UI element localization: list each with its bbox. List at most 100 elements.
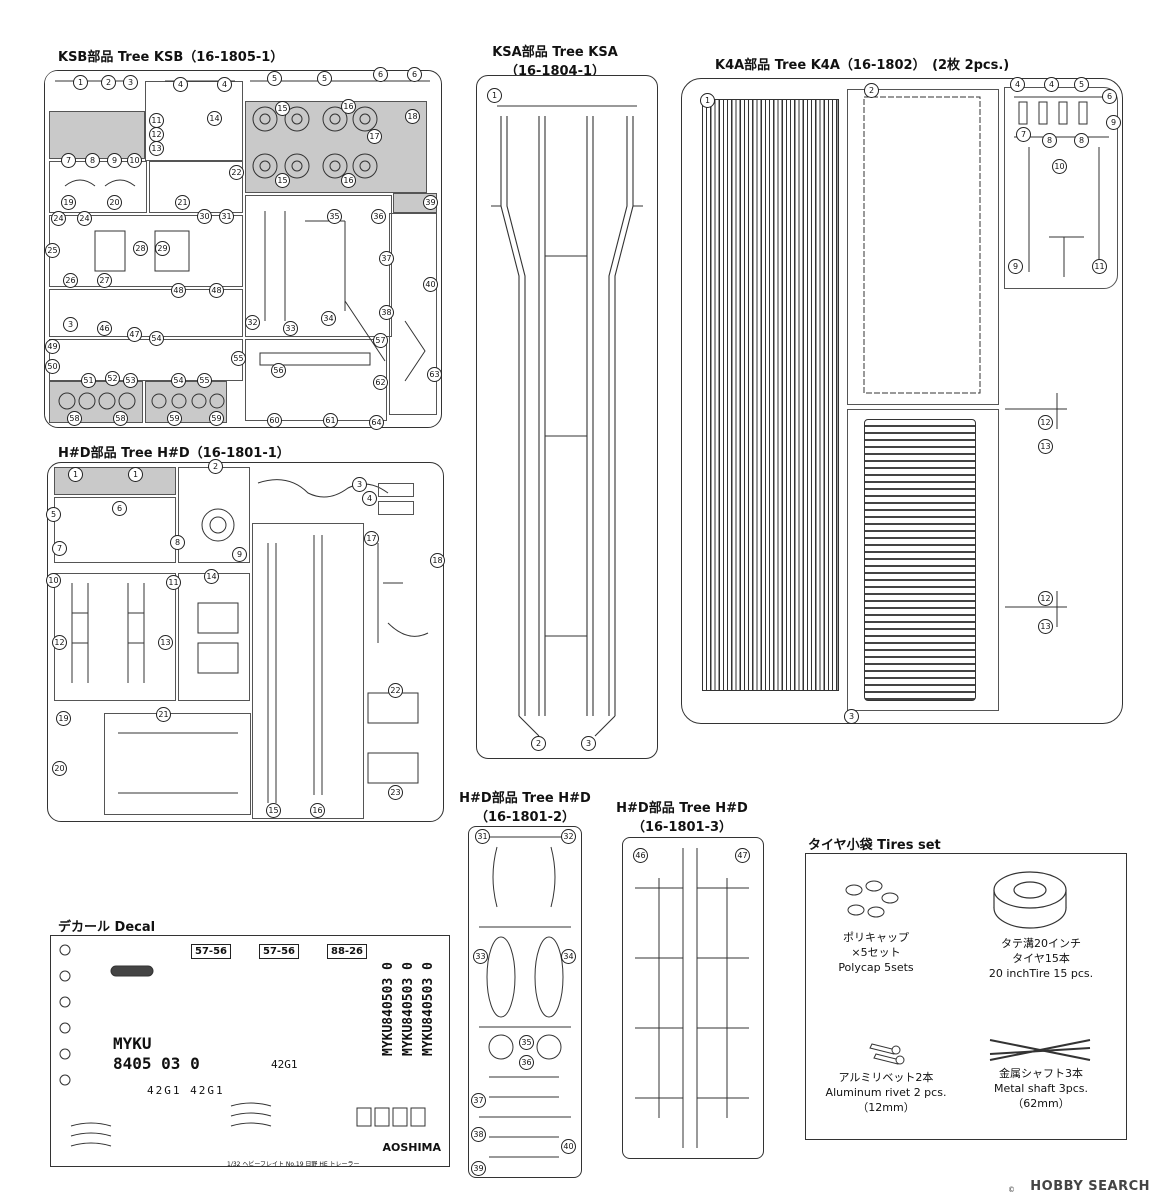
part-num: 48	[171, 283, 186, 298]
part-num: 8	[1074, 133, 1089, 148]
part-num: 9	[232, 547, 247, 562]
part-num: 10	[46, 573, 61, 588]
part-num: 46	[633, 848, 648, 863]
tree-k4a-panel: 1 2 3 4 4 5 6 7 8 8 9 10 9 11 12 13 12 1…	[681, 77, 1123, 724]
part-num: 51	[81, 373, 96, 388]
k4a-frame-lower	[847, 409, 999, 711]
part-num: 23	[388, 785, 403, 800]
part-num: 47	[127, 327, 142, 342]
part-num: 4	[217, 77, 232, 92]
part-num: 30	[197, 209, 212, 224]
part-num: 63	[427, 367, 442, 382]
hd2-parts-svg	[479, 836, 571, 1158]
part-num: 12	[52, 635, 67, 650]
part-num: 49	[45, 339, 60, 354]
decal-code-1: 42G1	[271, 1058, 298, 1071]
part-num: 19	[56, 711, 71, 726]
decal-sheet: 57-56 57-56 88-26 MYKU 8405 03 0 42G1 42…	[50, 935, 450, 1168]
part-num: 6	[407, 67, 422, 82]
part-num: 12	[149, 127, 164, 142]
part-num: 13	[149, 141, 164, 156]
part-num: 62	[373, 375, 388, 390]
part-num: 58	[67, 411, 82, 426]
part-num: 1	[73, 75, 88, 90]
ksb-cell-7	[245, 195, 392, 337]
metal-shaft-icon	[989, 1039, 1091, 1061]
tree-k4a-title: K4A部品 Tree K4A（16-1802） (2枚 2pcs.)	[715, 58, 1010, 73]
part-num: 50	[45, 359, 60, 374]
part-num: 53	[123, 373, 138, 388]
part-num: 40	[561, 1139, 576, 1154]
hd1-cell-5	[104, 713, 251, 815]
ksb-parts-svg	[55, 80, 430, 410]
part-num: 59	[209, 411, 224, 426]
part-num: 15	[275, 173, 290, 188]
rivet-label: アルミリベット2本 Aluminum rivet 2 pcs. （12mm）	[816, 1070, 956, 1115]
decal-id-number: 8405 03 0	[113, 1054, 200, 1073]
part-num: 5	[1074, 77, 1089, 92]
part-num: 31	[475, 829, 490, 844]
part-num: 38	[379, 305, 394, 320]
tree-hd1-title: H#D部品 Tree H#D（16-1801-1）	[58, 446, 290, 461]
part-num: 9	[1008, 259, 1023, 274]
part-num: 28	[133, 241, 148, 256]
part-num: 7	[61, 153, 76, 168]
rivet-icon	[869, 1043, 905, 1065]
part-num: 58	[113, 411, 128, 426]
part-num: 18	[430, 553, 445, 568]
tree-hd3-name: H#D部品 Tree H#D	[616, 801, 748, 816]
part-num: 26	[63, 273, 78, 288]
tree-hd1-panel: 1 1 2 3 4 5 6 7 8 9 10 11 12 13 14 15 16…	[46, 459, 445, 822]
tree-ksa-name: KSA部品 Tree KSA	[492, 45, 618, 60]
part-num: 52	[105, 371, 120, 386]
part-num: 10	[127, 153, 142, 168]
part-num: 48	[209, 283, 224, 298]
part-num: 2	[101, 75, 116, 90]
rivet-label-size: （12mm）	[857, 1101, 915, 1114]
part-num: 16	[341, 99, 356, 114]
part-num: 27	[97, 273, 112, 288]
part-num: 13	[158, 635, 173, 650]
part-num: 61	[323, 413, 338, 428]
part-num: 4	[362, 491, 377, 506]
k4a-frame-upper	[847, 89, 999, 405]
part-num: 24	[51, 211, 66, 226]
part-num: 40	[423, 277, 438, 292]
part-num: 7	[1016, 127, 1031, 142]
part-num: 22	[388, 683, 403, 698]
part-num: 6	[1102, 89, 1117, 104]
polycap-label-jp: ポリキャップ	[843, 931, 909, 944]
part-num: 11	[1092, 259, 1107, 274]
hobby-search-watermark: HOBBY SEARCH	[1030, 1179, 1150, 1194]
part-num: 6	[373, 67, 388, 82]
polycap-icon	[845, 880, 899, 918]
part-num: 5	[317, 71, 332, 86]
part-num: 11	[149, 113, 164, 128]
k4a-wavy-frame	[863, 96, 981, 394]
part-num: 39	[423, 195, 438, 210]
part-num: 3	[352, 477, 367, 492]
decal-plate-1: 57-56	[191, 944, 231, 959]
hd1-parts-svg	[71, 479, 429, 803]
part-num: 12	[1038, 415, 1053, 430]
part-num: 33	[283, 321, 298, 336]
polycap-label: ポリキャップ ×5セット Polycap 5sets	[816, 930, 936, 975]
tree-hd3-code: （16-1801-3）	[631, 820, 733, 835]
part-num: 8	[1042, 133, 1057, 148]
k4a-small-parts-svg	[1014, 96, 1109, 277]
part-num: 22	[229, 165, 244, 180]
polycap-label-en: Polycap 5sets	[838, 961, 914, 974]
part-num: 18	[405, 109, 420, 124]
part-num: 54	[149, 331, 164, 346]
part-num: 20	[107, 195, 122, 210]
part-num: 2	[208, 459, 223, 474]
ksa-rails-svg	[491, 105, 643, 737]
k4a-slotted-panel	[864, 419, 976, 701]
part-num: 21	[156, 707, 171, 722]
part-num: 47	[735, 848, 750, 863]
part-num: 31	[219, 209, 234, 224]
k4a-side-panel-slats	[702, 99, 839, 691]
part-num: 35	[327, 209, 342, 224]
part-num: 5	[267, 71, 282, 86]
tree-hd2-name: H#D部品 Tree H#D	[459, 791, 591, 806]
